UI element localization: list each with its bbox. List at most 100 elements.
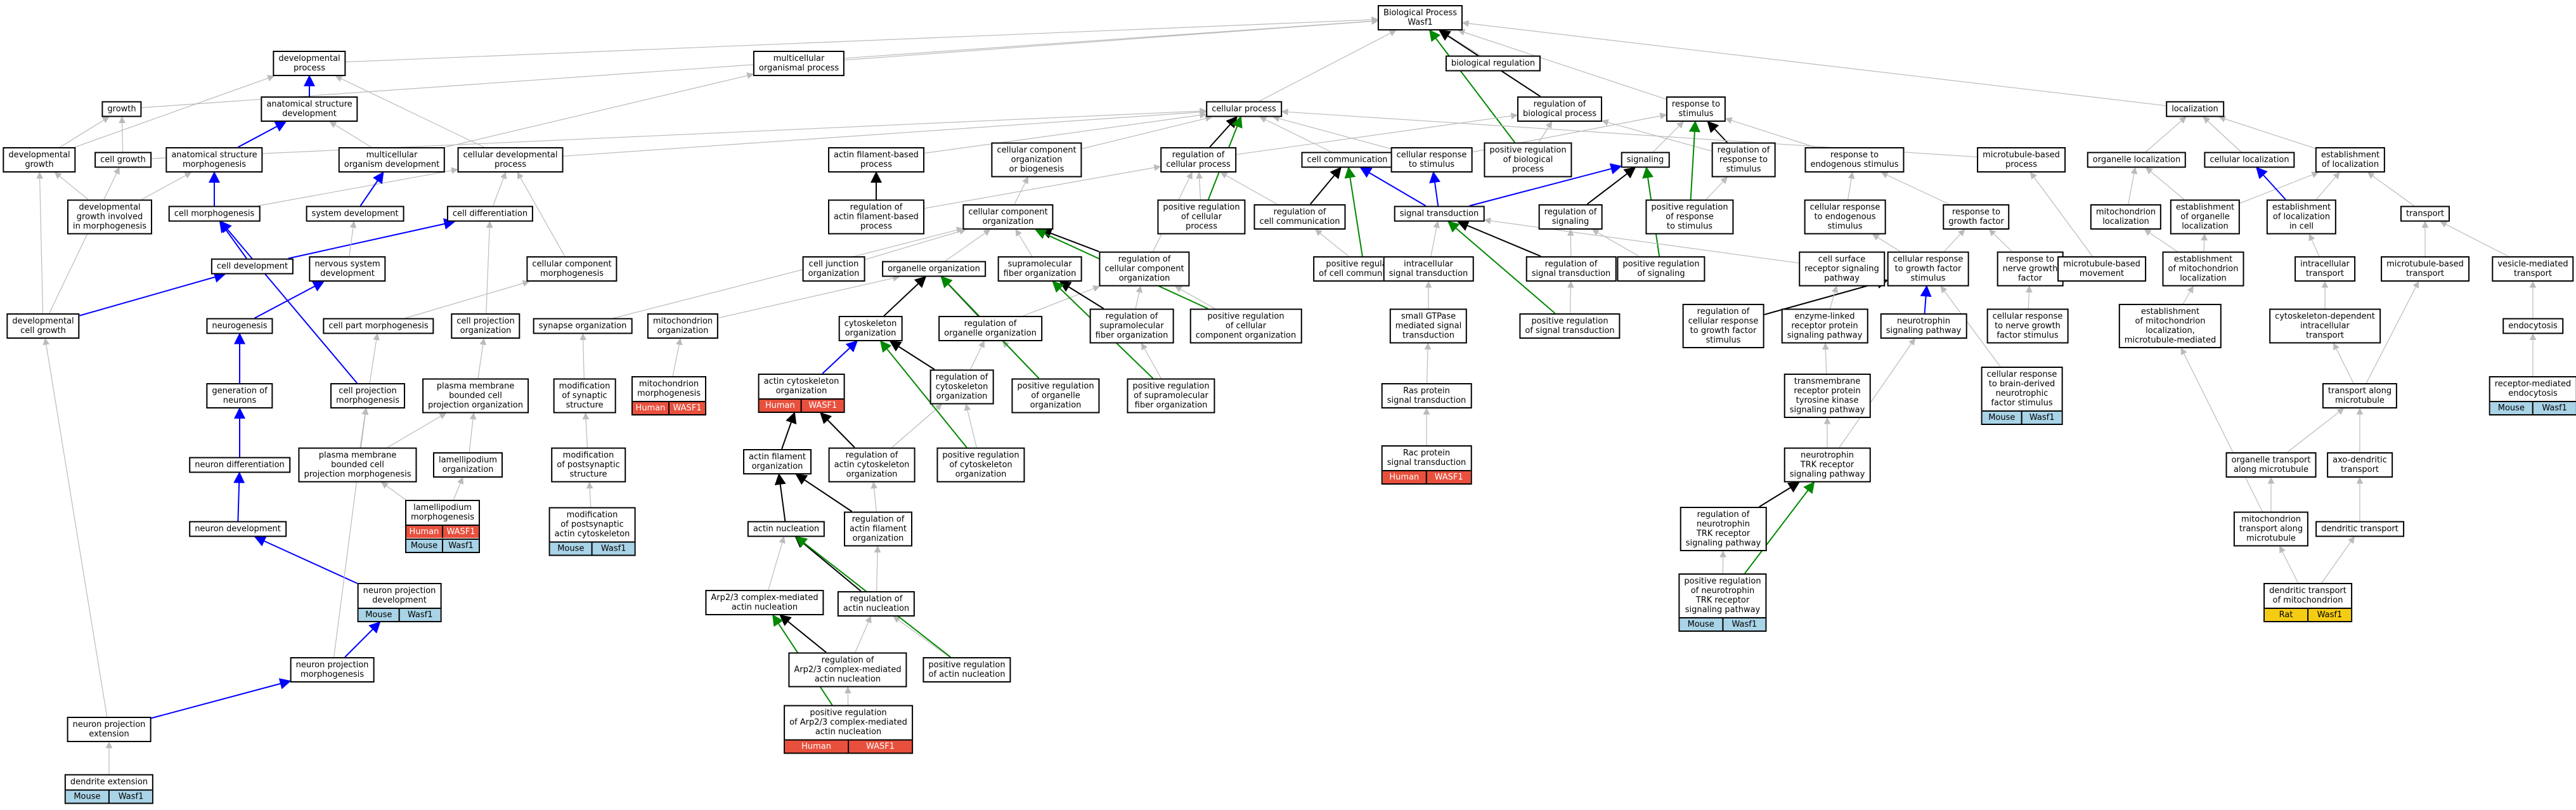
- go-term-node[interactable]: response to endogenous stimulus: [1804, 147, 1905, 173]
- go-term-node[interactable]: mitochondrion transport along microtubul…: [2233, 511, 2309, 547]
- go-term-node[interactable]: axo-dendritic transport: [2327, 452, 2393, 478]
- go-term-node[interactable]: regulation of response to stimulus: [1711, 142, 1776, 178]
- go-term-node[interactable]: transport along microtubule: [2322, 383, 2398, 408]
- go-term-node[interactable]: actin filament organization: [743, 449, 812, 474]
- go-term-node[interactable]: small GTPase mediated signal transductio…: [1389, 308, 1468, 344]
- go-term-node[interactable]: cell communication: [1301, 152, 1394, 168]
- go-term-node[interactable]: mitochondrion organization: [647, 313, 719, 339]
- go-term-node[interactable]: neuron differentiation: [189, 457, 290, 473]
- go-term-node[interactable]: regulation of neurotrophin TRK receptor …: [1680, 507, 1767, 551]
- go-term-node[interactable]: cellular process: [1206, 101, 1282, 117]
- go-term-node[interactable]: regulation of cellular component organiz…: [1099, 251, 1190, 287]
- go-term-node[interactable]: supramolecular fiber organization: [997, 256, 1082, 282]
- go-term-node[interactable]: plasma membrane bounded cell projection …: [298, 447, 417, 483]
- go-term-node[interactable]: transport: [2400, 206, 2450, 222]
- go-term-node[interactable]: intracellular transport: [2294, 256, 2355, 282]
- go-term-node[interactable]: cell surface receptor signaling pathway: [1799, 251, 1885, 287]
- go-term-node[interactable]: neuron development: [189, 521, 287, 537]
- go-term-node[interactable]: response to nerve growth factor: [1997, 251, 2064, 287]
- go-term-node[interactable]: growth: [101, 101, 142, 117]
- go-term-node[interactable]: cell growth: [94, 152, 152, 168]
- go-term-node[interactable]: organelle organization: [882, 261, 986, 277]
- go-term-node[interactable]: mitochondrion localization: [2090, 204, 2162, 230]
- go-term-node[interactable]: multicellular organismal process: [753, 51, 845, 76]
- go-term-node[interactable]: dendritic transport: [2315, 521, 2404, 537]
- go-term-node[interactable]: neuron projection extension: [67, 717, 152, 742]
- go-term-node[interactable]: positive regulation of supramolecular fi…: [1127, 378, 1215, 414]
- go-term-node[interactable]: cellular response to brain-derived neuro…: [1981, 367, 2063, 425]
- go-term-node[interactable]: cell projection organization: [451, 313, 521, 339]
- go-term-node[interactable]: lamellipodium organization: [432, 452, 503, 478]
- go-term-node[interactable]: neurotrophin TRK receptor signaling path…: [1783, 447, 1871, 483]
- go-term-node[interactable]: regulation of cytoskeleton organization: [929, 369, 994, 405]
- go-term-node[interactable]: regulation of actin filament organizatio…: [844, 511, 912, 547]
- go-term-node[interactable]: localization: [2166, 101, 2224, 117]
- go-term-node[interactable]: positive regulation of organelle organiz…: [1011, 378, 1100, 414]
- go-term-node[interactable]: cellular localization: [2204, 152, 2295, 168]
- go-term-node[interactable]: microtubule-based process: [1977, 147, 2066, 173]
- go-term-node[interactable]: positive regulation of response to stimu…: [1645, 199, 1734, 235]
- go-term-node[interactable]: developmental process: [273, 51, 346, 76]
- go-term-node[interactable]: cell junction organization: [802, 256, 865, 282]
- go-term-node[interactable]: positive regulation of neurotrophin TRK …: [1678, 573, 1767, 632]
- go-term-node[interactable]: regulation of supramolecular fiber organ…: [1089, 308, 1174, 344]
- go-term-node[interactable]: regulation of biological process: [1517, 96, 1603, 122]
- go-term-node[interactable]: regulation of signal transduction: [1525, 256, 1617, 282]
- go-term-node[interactable]: cellular component organization: [962, 204, 1054, 230]
- go-term-node[interactable]: microtubule-based transport: [2381, 256, 2469, 282]
- go-term-node[interactable]: system development: [306, 206, 405, 222]
- go-term-node[interactable]: regulation of signaling: [1538, 204, 1603, 230]
- go-term-node[interactable]: microtubule-based movement: [2057, 256, 2146, 282]
- go-term-node[interactable]: positive regulation of Arp2/3 complex-me…: [784, 705, 913, 754]
- go-term-node[interactable]: regulation of organelle organization: [938, 316, 1042, 341]
- go-term-node[interactable]: cellular developmental process: [457, 147, 564, 173]
- go-term-node[interactable]: positive regulation of cytoskeleton orga…: [936, 447, 1025, 483]
- go-term-node[interactable]: establishment of organelle localization: [2170, 199, 2241, 235]
- go-term-node[interactable]: signal transduction: [1394, 206, 1485, 222]
- go-term-node[interactable]: regulation of actin filament-based proce…: [828, 199, 924, 235]
- go-term-node[interactable]: anatomical structure development: [261, 96, 358, 122]
- go-term-node[interactable]: biological regulation: [1445, 55, 1541, 72]
- go-term-node[interactable]: cellular response to stimulus: [1390, 147, 1473, 173]
- go-term-node[interactable]: positive regulation of signal transducti…: [1519, 313, 1621, 339]
- go-term-node[interactable]: vesicle-mediated transport: [2492, 256, 2574, 282]
- go-term-node[interactable]: nervous system development: [309, 256, 386, 282]
- go-term-node[interactable]: cellular response to growth factor stimu…: [1887, 251, 1969, 287]
- go-term-node[interactable]: synapse organization: [533, 318, 633, 334]
- go-term-node[interactable]: regulation of cellular response to growt…: [1682, 304, 1764, 348]
- go-term-node[interactable]: cellular component morphogenesis: [526, 256, 618, 282]
- go-term-node[interactable]: cell projection morphogenesis: [330, 383, 406, 408]
- go-term-node[interactable]: positive regulation of biological proces…: [1484, 142, 1572, 178]
- go-term-node[interactable]: positive regulation of cellular componen…: [1189, 308, 1302, 344]
- go-term-node[interactable]: cellular response to nerve growth factor…: [1986, 308, 2069, 344]
- go-term-node[interactable]: cell development: [210, 258, 294, 275]
- go-term-node[interactable]: Ras protein signal transduction: [1381, 383, 1472, 408]
- go-term-node[interactable]: plasma membrane bounded cell projection …: [422, 378, 529, 414]
- go-term-node[interactable]: organelle localization: [2087, 152, 2187, 168]
- go-term-node[interactable]: response to stimulus: [1666, 96, 1726, 122]
- go-term-node[interactable]: cellular response to endogenous stimulus: [1804, 199, 1886, 235]
- go-term-node[interactable]: neurotrophin signaling pathway: [1880, 313, 1967, 339]
- go-term-node[interactable]: enzyme-linked receptor protein signaling…: [1781, 308, 1868, 344]
- go-term-node[interactable]: positive regulation of cellular process: [1157, 199, 1246, 235]
- go-term-node[interactable]: intracellular signal transduction: [1383, 256, 1474, 282]
- go-term-node[interactable]: regulation of actin nucleation: [837, 591, 916, 617]
- go-term-node[interactable]: cell differentiation: [446, 206, 534, 222]
- go-term-node[interactable]: establishment of mitochondrion localizat…: [2118, 304, 2222, 348]
- go-term-node[interactable]: cytoskeleton organization: [838, 316, 903, 341]
- go-term-node[interactable]: cellular component organization or bioge…: [991, 142, 1082, 178]
- go-term-node[interactable]: cell morphogenesis: [168, 206, 261, 222]
- go-term-node[interactable]: modification of synaptic structure: [553, 378, 616, 414]
- go-term-node[interactable]: regulation of cell communication: [1253, 204, 1346, 230]
- go-term-node[interactable]: establishment of mitochondrion localizat…: [2162, 251, 2244, 287]
- go-term-node[interactable]: generation of neurons: [206, 383, 273, 408]
- go-term-node[interactable]: establishment of localization in cell: [2266, 199, 2337, 235]
